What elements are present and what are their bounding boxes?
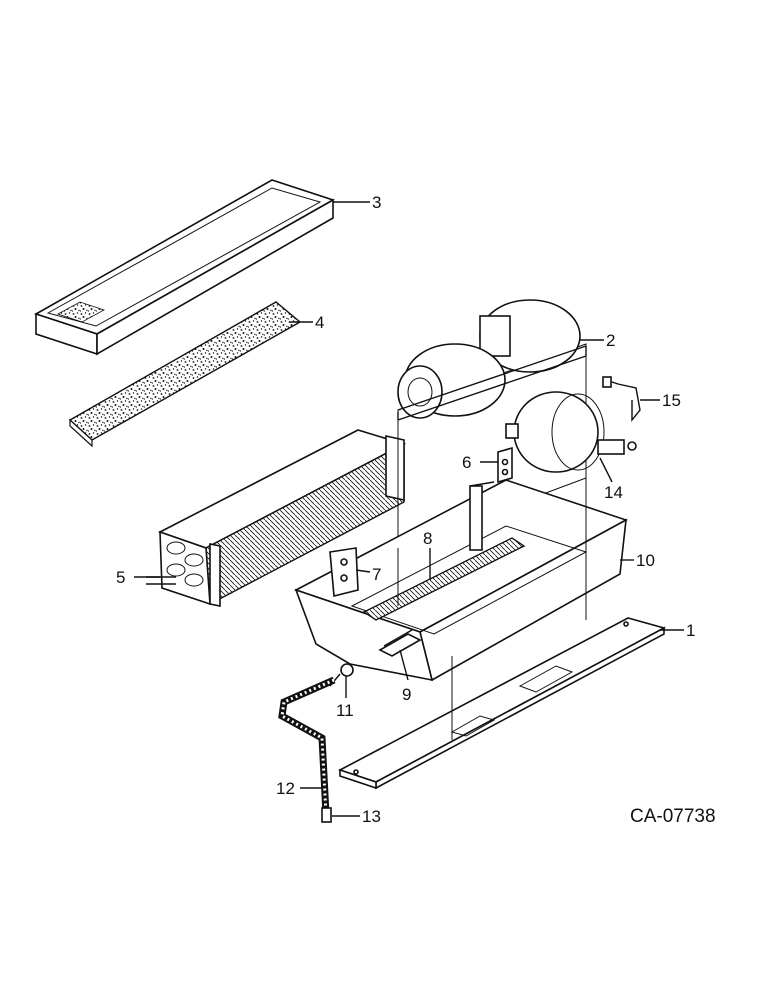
callout-11: 11 xyxy=(336,701,354,720)
part-12-drain-hose xyxy=(278,676,336,815)
part-13-hose-end xyxy=(321,807,332,823)
callout-8: 8 xyxy=(423,529,432,548)
callout-13: 13 xyxy=(362,807,381,826)
part-9-clamp xyxy=(378,629,422,657)
part-2-blower-assembly xyxy=(397,299,587,549)
part-4-filter-media xyxy=(68,301,302,448)
callout-7: 7 xyxy=(372,565,381,584)
callout-1: 1 xyxy=(686,621,695,640)
callout-6: 6 xyxy=(462,453,471,472)
callout-15: 15 xyxy=(662,391,681,410)
part-8-heater-element xyxy=(362,537,526,621)
callout-3: 3 xyxy=(372,193,381,212)
callout-12: 12 xyxy=(276,779,295,798)
part-5-heater-core xyxy=(146,429,407,607)
callout-14: 14 xyxy=(604,483,623,502)
drawing-number: CA-07738 xyxy=(630,806,716,827)
callout-5: 5 xyxy=(116,568,125,587)
part-14-motor xyxy=(505,391,637,473)
part-6-bracket xyxy=(497,446,513,484)
part-1-base-plate xyxy=(337,617,667,790)
callout-10: 10 xyxy=(636,551,655,570)
part-3-filter-frame xyxy=(34,179,335,356)
leader-lines xyxy=(134,201,684,817)
part-15-bracket xyxy=(602,376,641,422)
callout-9: 9 xyxy=(402,685,411,704)
part-7-bracket xyxy=(329,547,359,598)
assembly-lines xyxy=(397,478,587,740)
part-10-housing xyxy=(293,479,628,682)
callout-4: 4 xyxy=(315,313,324,332)
callout-2: 2 xyxy=(606,331,615,350)
